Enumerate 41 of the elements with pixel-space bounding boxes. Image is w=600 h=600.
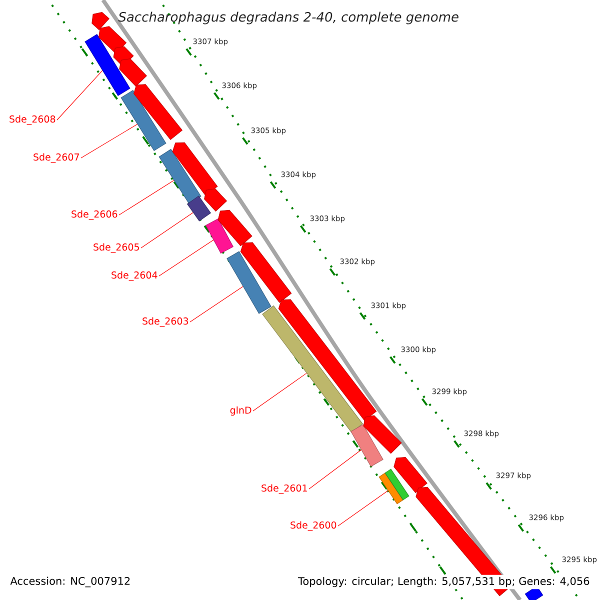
gene-feature [240,242,292,303]
gene-block [378,472,404,504]
gene-block [350,424,384,467]
gene-label: Sde_2604 [112,271,158,281]
title: Saccharophagus degradans 2-40, complete genome [118,12,458,24]
gene-block [226,251,272,314]
leader-line [140,212,194,248]
gene-feature [394,456,428,494]
gene-block [262,306,363,432]
gene-block [120,90,166,151]
gene-label: Sde_2607 [34,153,79,163]
gene-block [206,218,234,254]
gene-label: Sde_2600 [290,521,336,531]
leader-line [252,372,307,412]
leader-line [56,70,103,120]
leader-line [338,490,388,526]
gene-label: Sde_2608 [10,115,56,125]
gene-label: Sde_2605 [94,243,139,253]
gene-feature [119,58,147,87]
leader-line [308,450,362,490]
leader-line [80,124,138,158]
gene-feature [218,210,252,246]
gene-label: glnD [230,406,252,416]
leader-line [190,286,244,322]
gene-label: Sde_2606 [72,210,118,220]
gene-feature [204,188,227,212]
gene-block [158,148,202,204]
gene-block [384,468,410,500]
gene-label: Sde_2601 [262,484,307,494]
leader-line [158,240,214,276]
gene-feature [172,142,218,196]
footer-text: Accession: NC_007912 [8,574,133,590]
gene-feature [134,84,182,140]
gene-label: Sde_2603 [142,317,188,327]
gene-feature [363,415,402,454]
gene-block [84,34,130,96]
gene-feature [92,12,110,30]
gene-block [187,196,211,222]
footer-text: Topology: circular; Length: 5,057,531 bp; Genes: 4,056 [296,574,592,590]
gene-feature [98,26,127,54]
leader-line [118,180,174,216]
